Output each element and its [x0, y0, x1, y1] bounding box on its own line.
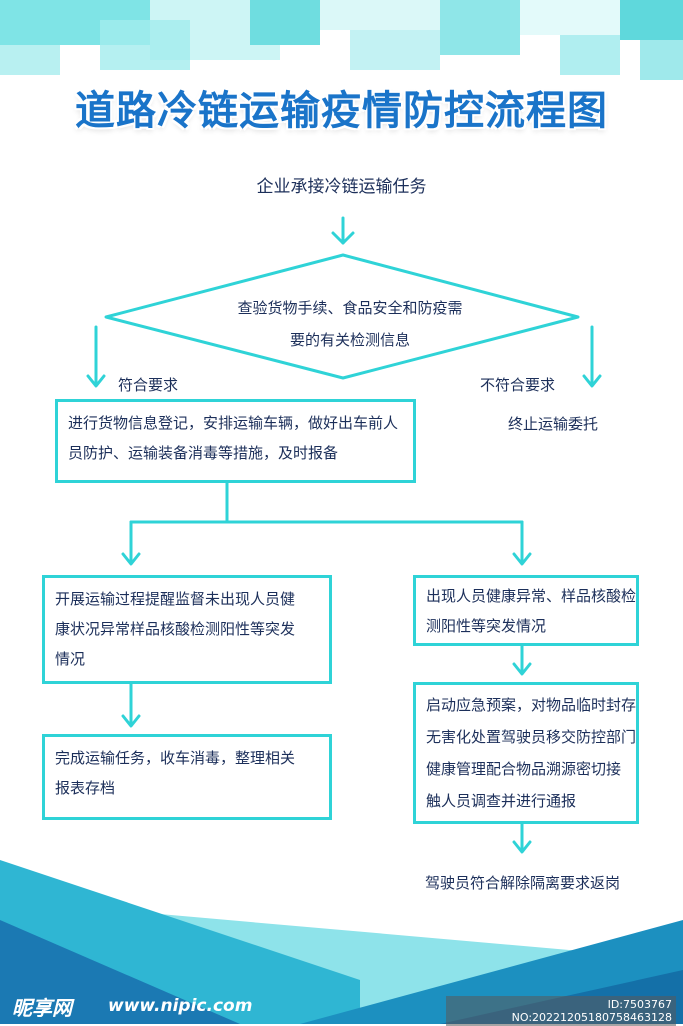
emergency-line-3: 健康管理配合物品溯源密切接	[426, 760, 622, 778]
emergency-line-1: 启动应急预案，对物品临时封存	[426, 696, 637, 714]
watermark-logo: 昵享网	[12, 996, 72, 1020]
monitor-step: 开展运输过程提醒监督未出现人员健 康状况异常样品核酸检测阳性等突发 情况	[42, 575, 332, 684]
monitor-line-1: 开展运输过程提醒监督未出现人员健	[55, 590, 296, 608]
complete-line-1: 完成运输任务，收车消毒，整理相关	[55, 749, 296, 767]
register-step: 进行货物信息登记，安排运输车辆，做好出车前人 员防护、运输装备消毒等措施，及时报…	[55, 399, 416, 483]
page-title: 道路冷链运输疫情防控流程图	[75, 88, 608, 134]
check-diamond	[104, 253, 580, 380]
watermark-url: www.nipic.com	[108, 996, 253, 1016]
return-step: 驾驶员符合解除隔离要求返岗	[425, 874, 621, 892]
abnormal-line-2: 测阳性等突发情况	[426, 617, 547, 635]
monitor-line-2: 康状况异常样品核酸检测阳性等突发	[55, 620, 296, 638]
emergency-step: 启动应急预案，对物品临时封存 无害化处置驾驶员移交防控部门 健康管理配合物品溯源…	[413, 682, 639, 824]
monitor-line-3: 情况	[55, 650, 86, 668]
watermark-id: ID:7503767 NO:20221205180758463128	[446, 996, 676, 1026]
abnormal-line-1: 出现人员健康异常、样品核酸检	[426, 587, 637, 605]
yes-label: 符合要求	[118, 376, 179, 394]
top-decoration	[0, 0, 683, 90]
check-line-2: 要的有关检测信息	[289, 331, 410, 349]
abnormal-step: 出现人员健康异常、样品核酸检 测阳性等突发情况	[413, 575, 639, 646]
emergency-line-2: 无害化处置驾驶员移交防控部门	[426, 728, 637, 746]
complete-step: 完成运输任务，收车消毒，整理相关 报表存档	[42, 734, 332, 820]
start-step: 企业承接冷链运输任务	[256, 177, 427, 197]
complete-line-2: 报表存档	[55, 779, 116, 797]
emergency-line-4: 触人员调查并进行通报	[426, 792, 577, 810]
register-line-1: 进行货物信息登记，安排运输车辆，做好出车前人	[68, 414, 399, 432]
no-label: 不符合要求	[480, 376, 556, 394]
check-line-1: 查验货物手续、食品安全和防疫需	[237, 299, 463, 317]
register-line-2: 员防护、运输装备消毒等措施，及时报备	[68, 444, 339, 462]
check-step: 查验货物手续、食品安全和防疫需 要的有关检测信息	[150, 292, 550, 356]
terminate-step: 终止运输委托	[508, 415, 599, 433]
